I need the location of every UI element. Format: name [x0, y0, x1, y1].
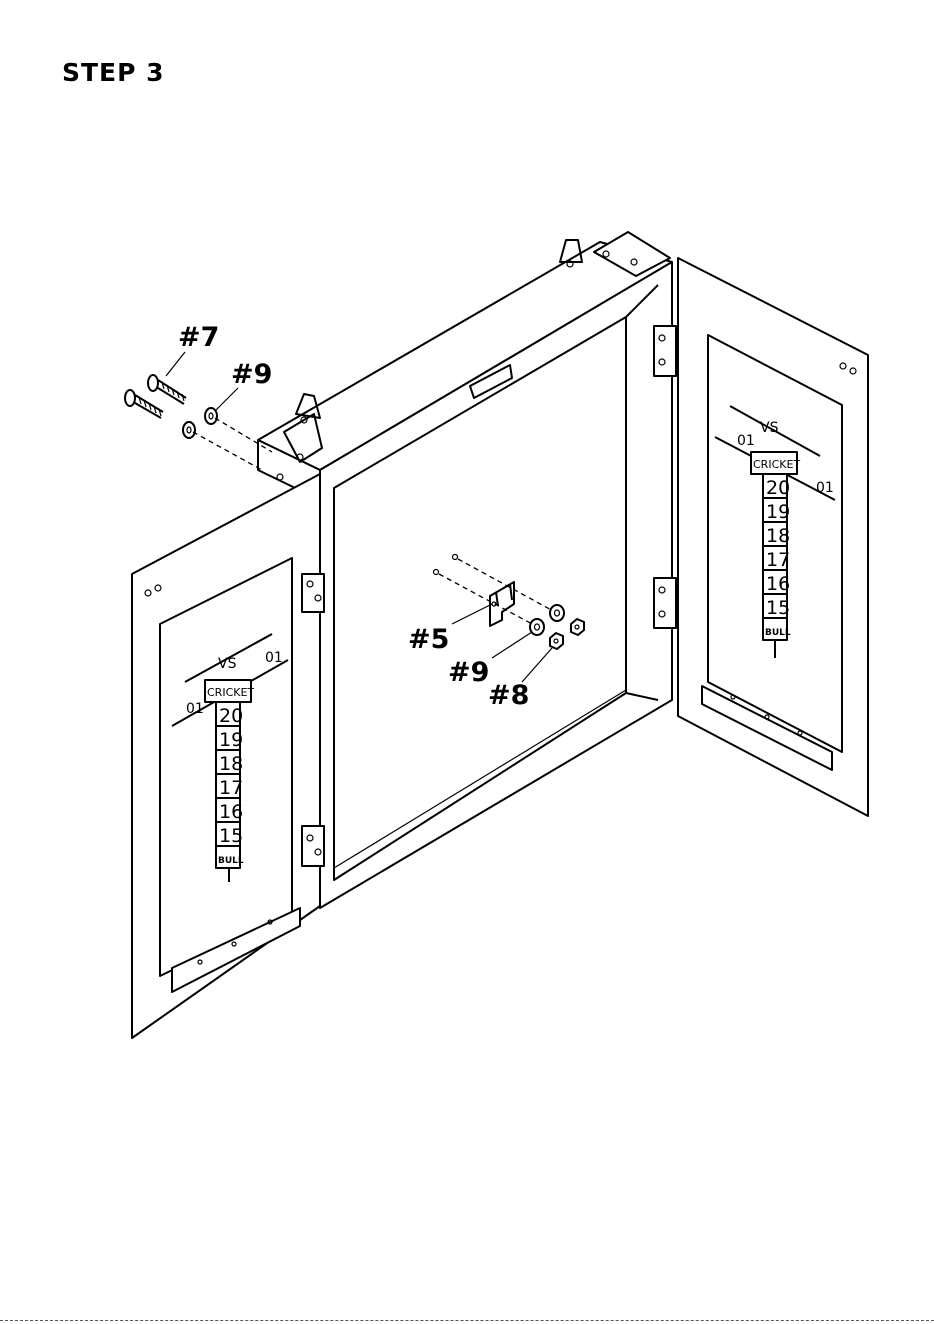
- header-label: CRICKET: [207, 686, 254, 699]
- hinge-left-top: [302, 574, 324, 612]
- left-label: 01: [186, 701, 204, 717]
- score-number: 20: [766, 477, 790, 499]
- callout-screw: #7: [178, 322, 219, 353]
- hinge-left-bottom: [302, 826, 324, 866]
- washer-mid-1: [550, 605, 564, 621]
- score-number: 16: [766, 573, 790, 595]
- score-number: 18: [766, 525, 790, 547]
- bull-label: BULL: [218, 856, 244, 866]
- callout-washer-mid: #9: [448, 657, 489, 688]
- callout-washer-top: #9: [231, 359, 272, 390]
- screw-lower: [125, 390, 163, 418]
- score-number: 15: [219, 825, 243, 847]
- score-number: 16: [219, 801, 243, 823]
- score-number: 17: [766, 549, 790, 571]
- right-label: 01: [816, 480, 834, 496]
- score-number: 19: [219, 729, 243, 751]
- score-number: 15: [766, 597, 790, 619]
- nut-2: [550, 633, 563, 649]
- left-label: 01: [737, 433, 755, 449]
- washer-top-1: [205, 408, 217, 424]
- washer-top-2: [183, 422, 195, 438]
- bull-label: BULL: [765, 628, 791, 638]
- nut-1: [571, 619, 584, 635]
- score-number: 18: [219, 753, 243, 775]
- score-number: 17: [219, 777, 243, 799]
- header-label: CRICKET: [753, 458, 800, 471]
- callout-nut: #8: [488, 680, 529, 711]
- score-number: 19: [766, 501, 790, 523]
- vs-label: VS: [760, 420, 779, 436]
- callout-bracket: #5: [408, 624, 449, 655]
- score-number: 20: [219, 705, 243, 727]
- page-bottom-rule: [0, 1320, 934, 1321]
- screw-upper: [148, 375, 186, 404]
- vs-label: VS: [218, 656, 237, 672]
